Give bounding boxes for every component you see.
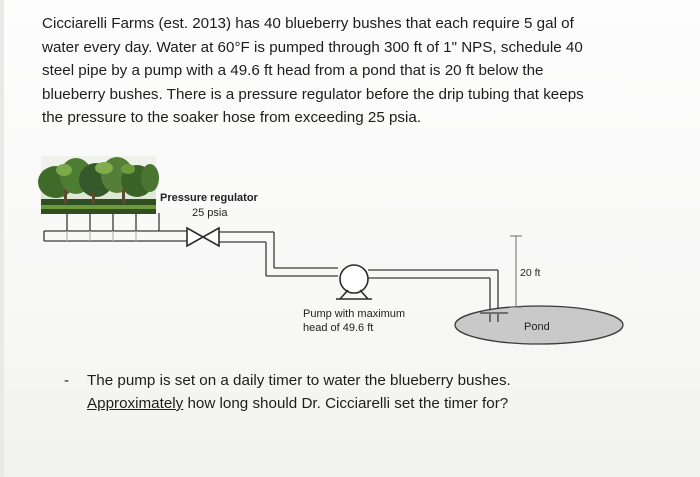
problem-line: the pressure to the soaker hose from exc… [42, 109, 422, 127]
problem-line: blueberry bushes. There is a pressure re… [42, 85, 584, 103]
suction-pipe [368, 269, 499, 314]
problem-statement: Cicciarelli Farms (est. 2013) has 40 blu… [42, 12, 642, 130]
piping-diagram: Pressure regulator 25 psia 20 ft Pump wi… [38, 156, 624, 345]
pump-label-line1: Pump with maximum [303, 308, 405, 320]
question-line-1: The pump is set on a daily timer to wate… [87, 372, 511, 389]
problem-line: Cicciarelli Farms (est. 2013) has 40 blu… [42, 15, 574, 32]
pump-label-line2: head of 49.6 ft [303, 322, 373, 334]
question-block: - The pump is set on a daily timer to wa… [64, 369, 511, 415]
drip-tubing [43, 213, 187, 242]
problem-line: steel pipe by a pump with a 49.6 ft head… [42, 62, 544, 80]
approximately-word: Approximately [87, 395, 184, 412]
pressure-regulator-icon [186, 226, 220, 248]
pump-icon [336, 264, 372, 300]
pond-shape [454, 305, 624, 345]
question-line-2-rest: how long should Dr. Cicciarelli set the … [183, 395, 509, 412]
pond-inlet [480, 312, 508, 322]
problem-line: water every day. Water at 60°F is pumped… [42, 38, 583, 56]
document-page: Cicciarelli Farms (est. 2013) has 40 blu… [4, 0, 700, 477]
supply-pipe [219, 231, 338, 277]
bullet-dash: - [64, 372, 70, 389]
height-label: 20 ft [520, 267, 541, 279]
regulator-value: 25 psia [192, 207, 228, 219]
blueberry-bushes-image [38, 156, 159, 214]
pond-label: Pond [524, 321, 550, 333]
height-dimension [510, 235, 522, 308]
regulator-label: Pressure regulator [160, 192, 259, 204]
question-line-2: Approximately how long should Dr. Ciccia… [64, 392, 511, 415]
